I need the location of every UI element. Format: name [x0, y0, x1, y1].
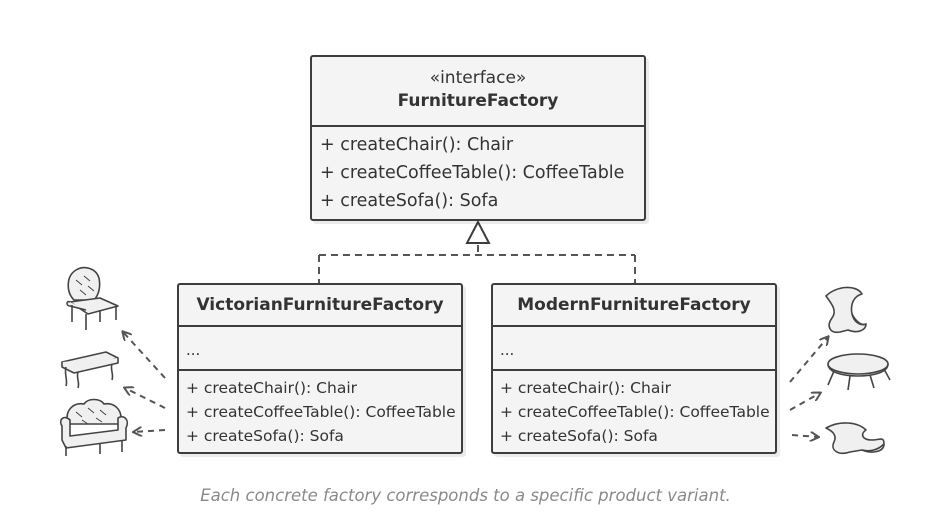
victorian-fields: ... [179, 325, 461, 369]
victorian-furniture-factory-class: VictorianFurnitureFactory ... + createCh… [177, 283, 463, 454]
modern-coffee-table-icon [827, 353, 891, 391]
interface-method-create-chair: + createChair(): Chair [320, 135, 514, 155]
victorian-class-name: VictorianFurnitureFactory [196, 295, 444, 315]
modern-method-create-chair: + createChair(): Chair [500, 379, 672, 397]
victorian-chair-arrow [123, 332, 166, 379]
modern-sofa-arrow [791, 435, 818, 437]
modern-method-create-sofa: + createSofa(): Sofa [500, 427, 658, 445]
modern-method-create-coffee-table: + createCoffeeTable(): CoffeeTable [500, 403, 770, 421]
interface-name: FurnitureFactory [397, 91, 559, 111]
modern-chair-arrow [789, 337, 828, 383]
victorian-sofa-icon [59, 398, 129, 456]
victorian-methods: + createChair(): Chair + createCoffeeTab… [179, 369, 461, 448]
victorian-method-create-coffee-table: + createCoffeeTable(): CoffeeTable [186, 403, 456, 421]
realization-arrowhead [465, 219, 491, 244]
victorian-method-create-chair: + createChair(): Chair [186, 379, 358, 397]
victorian-fields-ellipsis: ... [186, 341, 201, 359]
interface-method-create-sofa: + createSofa(): Sofa [320, 191, 499, 211]
modern-coffee-table-arrow [789, 393, 820, 411]
interface-stereotype: «interface» [429, 68, 527, 88]
modern-sofa-icon [825, 422, 885, 455]
victorian-coffee-table-icon [61, 351, 119, 389]
modern-header: ModernFurnitureFactory [493, 285, 775, 325]
modern-chair-icon [825, 286, 867, 334]
interface-methods: + createChair(): Chair + createCoffeeTab… [312, 125, 644, 215]
victorian-method-create-sofa: + createSofa(): Sofa [186, 427, 344, 445]
modern-furniture-factory-class: ModernFurnitureFactory ... + createChair… [491, 283, 777, 454]
modern-methods: + createChair(): Chair + createCoffeeTab… [493, 369, 775, 448]
modern-fields-ellipsis: ... [500, 341, 515, 359]
victorian-sofa-arrow [134, 430, 166, 432]
modern-fields: ... [493, 325, 775, 369]
modern-class-name: ModernFurnitureFactory [517, 295, 751, 315]
realization-connector [318, 245, 636, 283]
interface-method-create-coffee-table: + createCoffeeTable(): CoffeeTable [320, 163, 625, 183]
victorian-chair-icon [66, 266, 119, 330]
figure-caption: Each concrete factory corresponds to a s… [200, 486, 731, 505]
victorian-coffee-table-arrow [125, 388, 166, 409]
interface-header: «interface» FurnitureFactory [312, 57, 644, 125]
interface-furniture-factory: «interface» FurnitureFactory + createCha… [310, 55, 646, 221]
victorian-header: VictorianFurnitureFactory [179, 285, 461, 325]
